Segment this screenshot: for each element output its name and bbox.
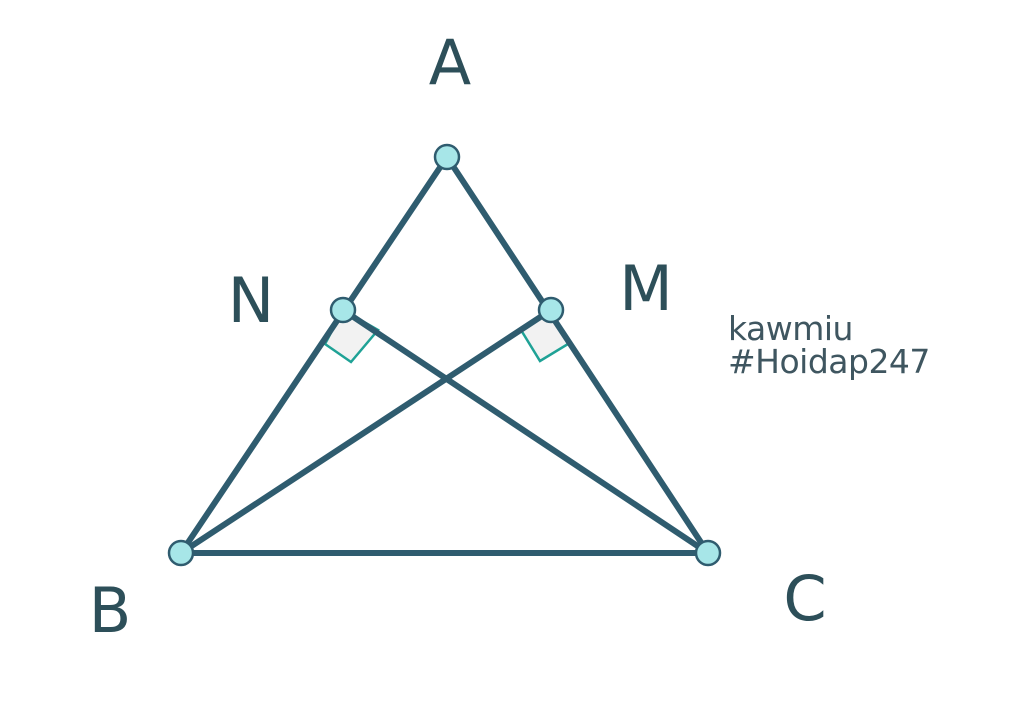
label-m: M bbox=[619, 252, 673, 325]
label-n: N bbox=[228, 264, 274, 337]
point-m bbox=[537, 296, 565, 324]
watermark: kawmiu #Hoidap247 bbox=[728, 312, 930, 378]
label-b: B bbox=[89, 574, 132, 647]
label-c: C bbox=[783, 562, 826, 635]
point-a bbox=[433, 143, 461, 171]
point-c bbox=[694, 539, 722, 567]
label-a: A bbox=[429, 26, 471, 99]
segment-ac bbox=[444, 154, 711, 556]
point-n bbox=[329, 296, 357, 324]
segment-bm bbox=[178, 307, 554, 556]
point-b bbox=[167, 539, 195, 567]
segment-cn bbox=[340, 307, 711, 556]
watermark-tag: #Hoidap247 bbox=[728, 342, 930, 381]
segment-ab bbox=[178, 154, 450, 556]
watermark-username: kawmiu bbox=[728, 309, 853, 348]
